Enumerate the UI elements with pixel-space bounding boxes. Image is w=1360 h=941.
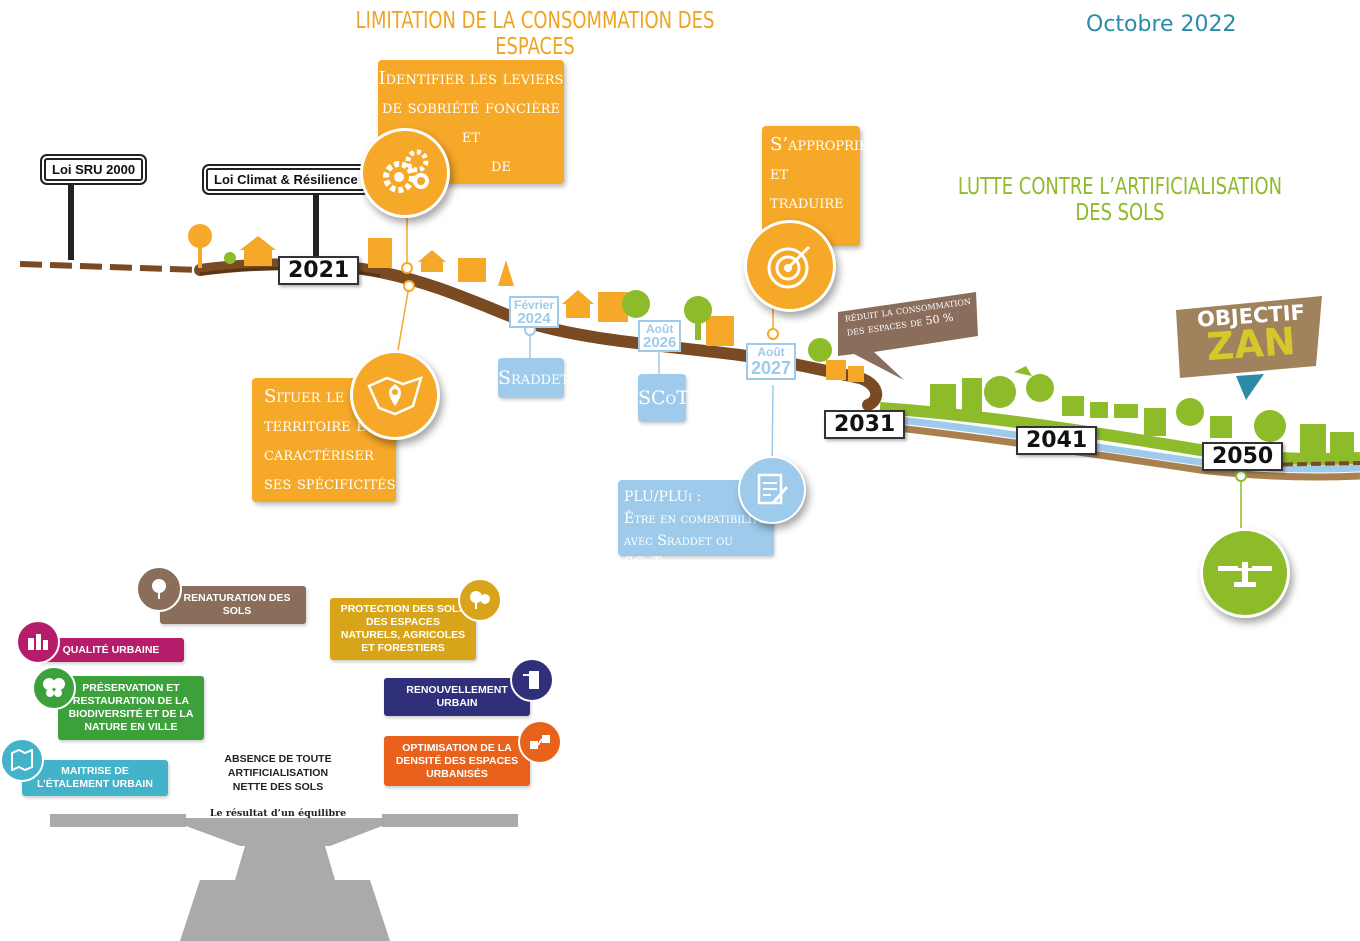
balance-center-title: ABSENCE DE TOUTE ARTIFICIALISATION NETTE… bbox=[224, 753, 332, 793]
label-optimisation-densite: OPTIMISATION DE LA DENSITÉ DES ESPACES U… bbox=[384, 736, 530, 786]
trees-icon bbox=[458, 578, 502, 622]
target-icon bbox=[744, 220, 836, 312]
date-month: Août bbox=[646, 322, 674, 336]
step-line: Identifier les leviers bbox=[378, 68, 564, 89]
step-line: PLU/PLUi : bbox=[624, 489, 702, 505]
date-aug-2027: Août 2027 bbox=[746, 343, 797, 380]
year-2041: 2041 bbox=[1016, 426, 1098, 455]
step-line: caractériser bbox=[264, 444, 374, 465]
map-pin-icon bbox=[350, 350, 440, 440]
sign-loi-climat: Loi Climat & Résilience bbox=[206, 168, 366, 191]
date-year: 2026 bbox=[643, 334, 677, 351]
balance-center-subtitle: Le résultat d’un équilibre bbox=[209, 808, 347, 819]
year-2021: 2021 bbox=[278, 256, 360, 285]
step-line: Être en compatibilité bbox=[624, 511, 766, 527]
date-month: Février bbox=[514, 298, 555, 312]
date-aug-2026: Août 2026 bbox=[638, 320, 682, 352]
avoir-banner bbox=[838, 292, 978, 380]
section-title: LUTTE CONTRE L’ARTIFICIALISATION DES SOL… bbox=[957, 174, 1283, 226]
step-scot: SCoT bbox=[638, 374, 689, 422]
step-line: Situer le bbox=[264, 386, 345, 407]
city-people-icon bbox=[16, 620, 60, 664]
density-icon bbox=[518, 720, 562, 764]
year-2031: 2031 bbox=[824, 410, 906, 439]
date-month: Août bbox=[757, 345, 785, 359]
step-line: S’approprier bbox=[770, 134, 879, 155]
tree-hand-icon bbox=[136, 566, 182, 612]
step-line: de renaturation bbox=[444, 155, 558, 205]
label-preservation: PRÉSERVATION ET RESTAURATION DE LA BIODI… bbox=[58, 676, 204, 740]
label-protection-sols: PROTECTION DES SOLS DES ESPACES NATURELS… bbox=[330, 598, 476, 660]
label-renouvellement-urbain: RENOUVELLEMENT URBAIN bbox=[384, 678, 530, 716]
step-line: ses spécificités bbox=[264, 473, 396, 494]
date-feb-2024: Février 2024 bbox=[509, 296, 560, 328]
building-crane-icon bbox=[510, 658, 554, 702]
objectif-zan-badge bbox=[1176, 296, 1322, 400]
date-year: 2024 bbox=[517, 310, 551, 327]
step-identifier-leviers: Identifier les leviers de sobriété fonci… bbox=[378, 60, 564, 205]
map-icon bbox=[0, 738, 44, 782]
step-line: et traduire bbox=[770, 163, 844, 213]
gears-icon bbox=[360, 128, 450, 218]
document-pen-icon bbox=[738, 456, 806, 524]
label-qualite-urbaine: QUALITÉ URBAINE bbox=[38, 638, 184, 662]
label-renaturation: RENATURATION DES SOLS bbox=[160, 586, 306, 624]
sign-loi-sru: Loi SRU 2000 bbox=[44, 158, 144, 181]
zan-label: ZAN bbox=[1205, 318, 1297, 370]
step-plu: PLU/PLUi : Être en compatibilité avec Sr… bbox=[618, 480, 774, 571]
balance-icon bbox=[1200, 528, 1290, 618]
step-line: avec Sraddet ou SCoT bbox=[624, 533, 733, 571]
butterfly-icon bbox=[32, 666, 76, 710]
step-line: territoire et bbox=[264, 415, 375, 436]
date-label: Octobre 2022 bbox=[1086, 12, 1237, 37]
step-line: de sobriété foncière et bbox=[382, 97, 560, 147]
label-maitrise-etalement: MAITRISE DE L’ÉTALEMENT URBAIN bbox=[22, 760, 168, 796]
step-sraddet: Sraddet bbox=[498, 358, 569, 398]
year-2050: 2050 bbox=[1202, 442, 1284, 471]
date-year: 2027 bbox=[751, 358, 792, 378]
main-title: LIMITATION DE LA CONSOMMATION DES ESPACE… bbox=[355, 8, 715, 60]
